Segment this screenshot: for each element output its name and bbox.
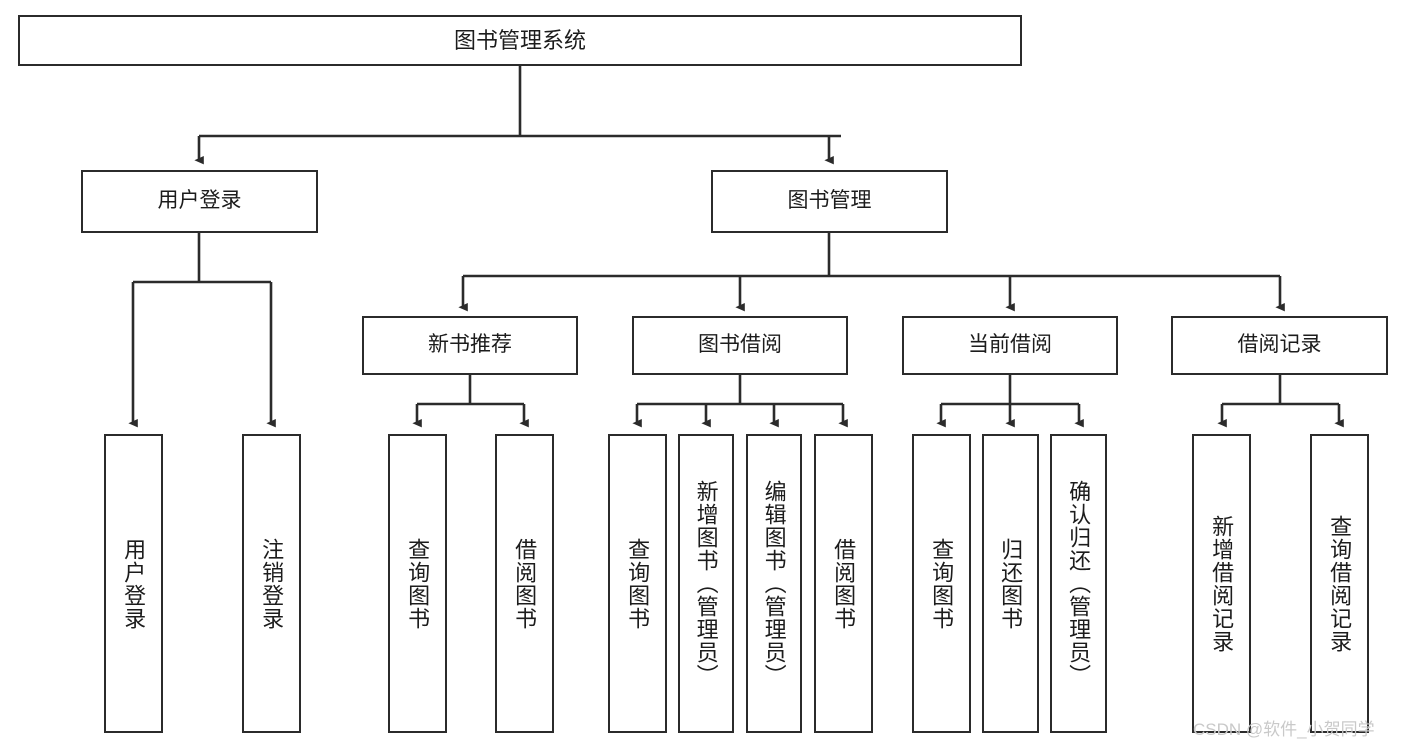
node-book-management[interactable]: 图书管理	[711, 170, 948, 233]
node-user-login[interactable]: 用户登录	[81, 170, 318, 233]
leaf-book-borrow-query-book[interactable]: 查询图书	[608, 434, 667, 733]
node-new-book-recommend[interactable]: 新书推荐	[362, 316, 578, 375]
node-label: 新增图书（管理员）	[693, 480, 719, 687]
node-label: 归还图书	[998, 537, 1024, 630]
node-label: 新增借阅记录	[1209, 514, 1235, 653]
leaf-book-borrow-edit-book-admin[interactable]: 编辑图书（管理员）	[746, 434, 802, 733]
node-label: 当前借阅	[968, 333, 1052, 357]
leaf-user-login-logout[interactable]: 注销登录	[242, 434, 301, 733]
leaf-current-borrow-confirm-return-admin[interactable]: 确认归还（管理员）	[1050, 434, 1107, 733]
node-root-library-system[interactable]: 图书管理系统	[18, 15, 1022, 66]
node-label: 查询图书	[929, 537, 955, 630]
node-label: 查询图书	[405, 537, 431, 630]
node-label: 图书管理系统	[453, 27, 586, 53]
node-label: 查询借阅记录	[1327, 514, 1353, 653]
leaf-current-borrow-return-book[interactable]: 归还图书	[982, 434, 1039, 733]
leaf-current-borrow-query-book[interactable]: 查询图书	[912, 434, 971, 733]
node-label: 图书管理	[787, 189, 872, 213]
node-label: 借阅图书	[512, 537, 538, 630]
node-label: 借阅图书	[831, 537, 857, 630]
leaf-borrow-record-add-record[interactable]: 新增借阅记录	[1192, 434, 1251, 733]
leaf-new-book-borrow-book[interactable]: 借阅图书	[495, 434, 554, 733]
node-current-borrow[interactable]: 当前借阅	[902, 316, 1118, 375]
leaf-user-login-login[interactable]: 用户登录	[104, 434, 163, 733]
node-label: 借阅记录	[1237, 333, 1322, 357]
leaf-borrow-record-query-record[interactable]: 查询借阅记录	[1310, 434, 1369, 733]
leaf-new-book-query-book[interactable]: 查询图书	[388, 434, 447, 733]
node-label: 图书借阅	[698, 333, 782, 357]
leaf-book-borrow-borrow-book[interactable]: 借阅图书	[814, 434, 873, 733]
node-label: 查询图书	[625, 537, 651, 630]
node-label: 注销登录	[259, 537, 285, 630]
node-borrow-record[interactable]: 借阅记录	[1171, 316, 1388, 375]
node-label: 新书推荐	[428, 333, 512, 357]
leaf-book-borrow-add-book-admin[interactable]: 新增图书（管理员）	[678, 434, 734, 733]
node-label: 编辑图书（管理员）	[761, 480, 787, 687]
node-label: 用户登录	[157, 189, 242, 213]
node-label: 用户登录	[121, 537, 147, 630]
node-book-borrow[interactable]: 图书借阅	[632, 316, 848, 375]
node-label: 确认归还（管理员）	[1066, 480, 1092, 687]
